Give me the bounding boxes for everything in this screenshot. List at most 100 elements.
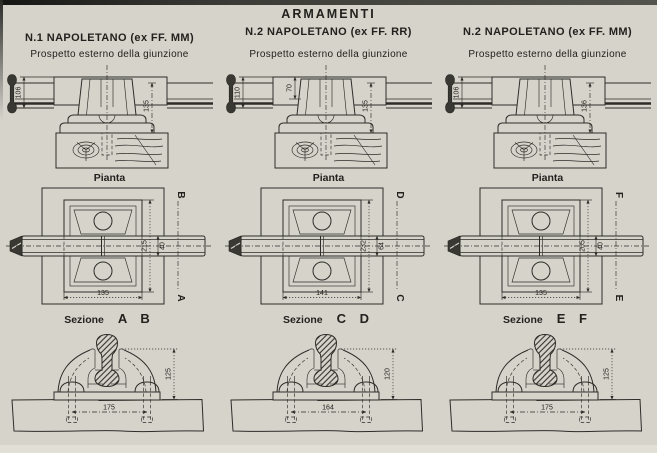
- dim-chair-height: 135: [363, 82, 375, 134]
- sezione-drawing: 120 164: [230, 333, 424, 433]
- rail-section-hatched: [313, 333, 339, 388]
- bolt-right: [579, 376, 591, 423]
- rail-section-hatched: [94, 333, 120, 388]
- rail-left-elevation: [234, 82, 273, 109]
- prospetto-label: Prospetto esterno della giunzione: [468, 49, 627, 60]
- prospetto-drawing: 106 136: [445, 65, 651, 169]
- drawing-column: Prospetto esterno della giunzione: [0, 48, 219, 438]
- chair-base-section: [272, 381, 380, 401]
- dim-height-value: 125: [166, 368, 173, 380]
- column-header-2: N.2 NAPOLETANO (ex FF. RR): [245, 26, 412, 38]
- dim-base-width-value: 135: [97, 290, 109, 297]
- sezione-letters: C D: [336, 311, 375, 326]
- bolt-hole-top: [93, 211, 113, 231]
- rail-section-hatched: [532, 333, 558, 388]
- dim-chair-height: 136: [582, 82, 594, 134]
- drawing-column: Prospetto esterno della giunzione: [438, 48, 657, 438]
- sezione-label: Sezione: [64, 314, 104, 326]
- chair-base-section: [53, 381, 161, 401]
- sezione-drawing: 125 175: [11, 333, 205, 433]
- bolt-hole-bottom: [93, 261, 113, 281]
- column-header-1: N.1 NAPOLETANO (ex FF. MM): [24, 32, 195, 44]
- pianta-label: Pianta: [93, 172, 126, 184]
- dim-chair-height-value: 135: [363, 100, 370, 112]
- dim-rail-width: 40: [594, 235, 605, 257]
- dim-rail-height-value: 106: [16, 87, 23, 99]
- sezione-label-row: Sezione A B: [64, 311, 155, 326]
- dim-bolt-spacing-value: 175: [541, 405, 553, 412]
- rail-right-elevation: [386, 82, 432, 109]
- sezione-label: Sezione: [282, 314, 323, 326]
- dim-length-value: 205: [580, 240, 587, 252]
- dim-chair-height-value: 135: [144, 100, 151, 112]
- sleeper-section: [230, 398, 424, 433]
- pianta-label: Pianta: [312, 172, 345, 184]
- jaw-bottom-plan: [292, 257, 352, 283]
- rail-end-silhouette: [445, 74, 455, 114]
- dim-plate-height-value: 70: [287, 84, 294, 92]
- pianta-label: Pianta: [531, 172, 564, 184]
- dim-chair-height: 135: [144, 82, 156, 134]
- section-letter-bottom: E: [613, 295, 624, 302]
- bolt-left: [66, 376, 78, 423]
- prospetto-drawing: 106 135: [7, 65, 213, 169]
- dim-rail-height: 110: [234, 76, 273, 109]
- chair-jaw-right: [549, 348, 595, 393]
- section-letter-top: D: [394, 191, 405, 198]
- sleeper-elevation: [55, 132, 169, 169]
- sezione-letters: E F: [556, 311, 592, 326]
- jaw-top-plan: [511, 209, 571, 235]
- bolt-left: [285, 376, 297, 423]
- section-letter-bottom: C: [394, 294, 405, 301]
- rail-left-elevation: [15, 82, 54, 109]
- section-letter-bottom: A: [175, 294, 186, 301]
- jaw-bottom-plan: [73, 257, 133, 283]
- page-title: ARMAMENTI: [281, 7, 376, 21]
- section-letter-top: B: [175, 191, 186, 198]
- sleeper-elevation: [274, 132, 388, 169]
- section-letter-top: F: [613, 192, 624, 198]
- chair-elevation: [59, 78, 155, 134]
- dim-base-width: 135: [501, 290, 581, 300]
- dim-height: 125: [122, 348, 178, 400]
- bolt-left: [504, 376, 516, 423]
- rail-left-elevation: [453, 82, 492, 109]
- section-line: B A: [175, 191, 186, 301]
- pianta-drawing: F E 205 40 135: [444, 187, 651, 305]
- drawing-column: Prospetto esterno della giunzione: [219, 48, 438, 438]
- bolt-hole-top: [312, 211, 332, 231]
- dim-rail-height-value: 110: [235, 87, 242, 98]
- wood-grain: [510, 134, 602, 166]
- dim-length-value: 232: [361, 240, 368, 252]
- dim-rail-width: 40: [156, 235, 167, 257]
- column-header-3: N.2 NAPOLETANO (ex FF. MM): [462, 26, 633, 38]
- rail-plan: [225, 235, 432, 257]
- wood-grain: [72, 134, 164, 166]
- jaw-top-plan: [292, 209, 352, 235]
- bolt-hole-bottom: [312, 261, 332, 281]
- dim-chair-height-value: 136: [582, 100, 589, 112]
- prospetto-label: Prospetto esterno della giunzione: [30, 49, 189, 60]
- dim-rail-height: 106: [453, 76, 492, 109]
- dim-rail-height: 106: [15, 76, 54, 109]
- sleeper-section: [11, 398, 205, 433]
- dim-height: 120: [341, 348, 397, 400]
- rail-end-silhouette: [226, 74, 236, 114]
- scan-bottom-edge-highlight: [0, 445, 657, 453]
- drawing-columns-row: Prospetto esterno della giunzione: [0, 48, 657, 438]
- dim-rail-width-value: 64: [379, 242, 386, 250]
- rail-end-silhouette: [7, 74, 17, 114]
- dim-bolt-spacing: 175: [71, 405, 148, 414]
- section-line: F E: [613, 192, 624, 302]
- dim-height: 125: [560, 348, 616, 400]
- jaw-top-plan: [73, 209, 133, 235]
- dim-height-value: 125: [604, 368, 611, 380]
- sezione-letters: A B: [117, 311, 155, 326]
- dim-bolt-spacing: 164: [290, 405, 367, 414]
- dim-rail-width-value: 40: [598, 242, 605, 250]
- sezione-drawing: 125 175: [449, 333, 643, 433]
- prospetto-label: Prospetto esterno della giunzione: [249, 49, 408, 60]
- dim-base-width-value: 135: [535, 290, 547, 297]
- dim-base-width: 141: [282, 290, 362, 300]
- dim-length: 215: [142, 199, 154, 293]
